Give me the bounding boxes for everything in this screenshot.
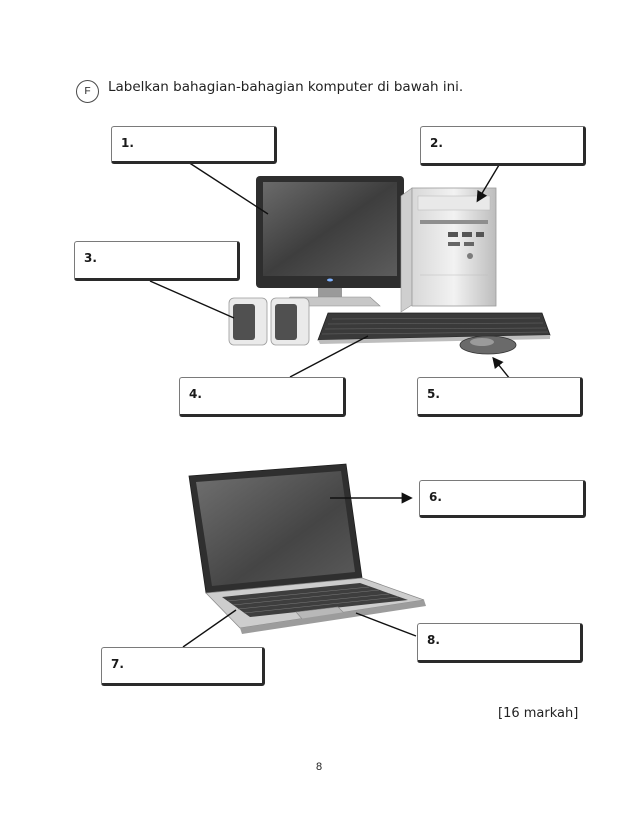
answer-box-7[interactable]: 7.	[101, 647, 265, 686]
answer-box-8[interactable]: 8.	[417, 623, 583, 663]
section-badge: F	[76, 80, 99, 103]
monitor-icon	[256, 176, 404, 307]
answer-box-3[interactable]: 3.	[74, 241, 240, 281]
page-number: 8	[315, 761, 323, 773]
laptop-icon	[188, 463, 426, 634]
answer-box-number: 1.	[121, 136, 134, 150]
answer-box-number: 4.	[189, 387, 202, 401]
keyboard-icon	[317, 312, 551, 344]
answer-box-1[interactable]: 1.	[111, 126, 277, 164]
answer-box-number: 5.	[427, 387, 440, 401]
speakers-icon	[228, 297, 310, 346]
answer-box-5[interactable]: 5.	[417, 377, 583, 417]
answer-box-6[interactable]: 6.	[419, 480, 586, 518]
total-marks: [16 markah]	[498, 706, 579, 721]
mouse-icon	[459, 335, 517, 355]
answer-box-4[interactable]: 4.	[179, 377, 346, 417]
answer-box-2[interactable]: 2.	[420, 126, 586, 166]
pointer-lines	[149, 161, 511, 648]
instruction-text: Labelkan bahagian-bahagian komputer di b…	[108, 79, 464, 95]
answer-box-number: 7.	[111, 657, 124, 671]
answer-box-number: 3.	[84, 251, 97, 265]
answer-box-number: 8.	[427, 633, 440, 647]
answer-box-number: 6.	[429, 490, 442, 504]
system-unit-icon	[400, 187, 497, 313]
answer-box-number: 2.	[430, 136, 443, 150]
